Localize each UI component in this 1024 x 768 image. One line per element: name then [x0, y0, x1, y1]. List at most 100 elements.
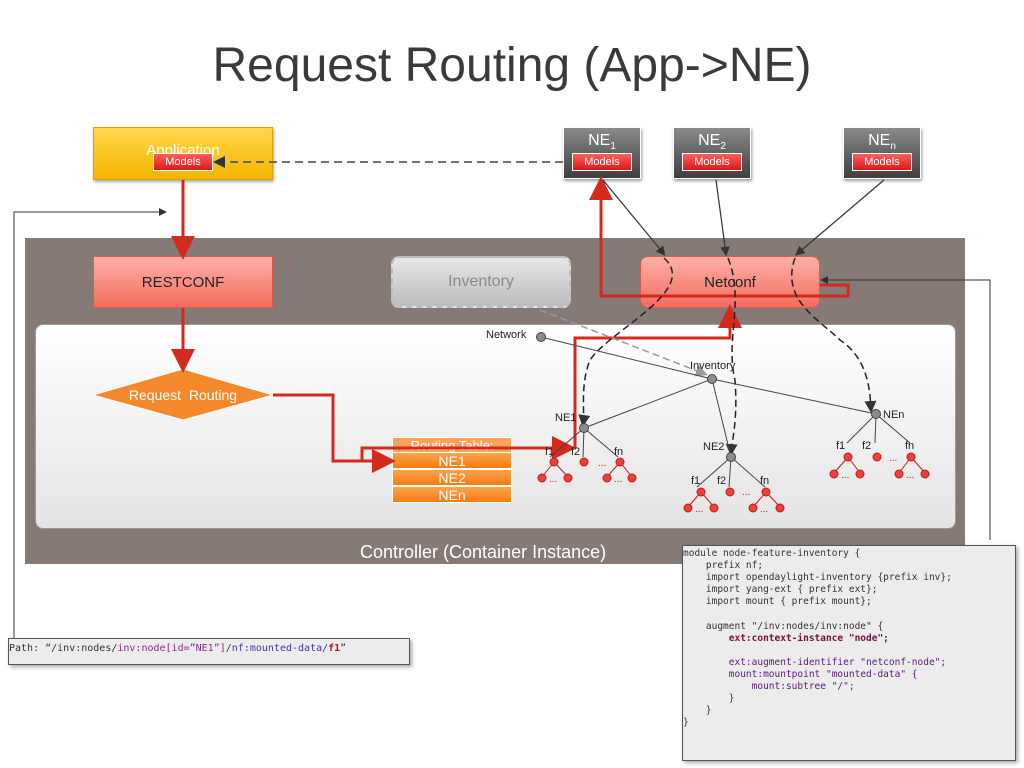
netconf-to-nen-dashed [791, 257, 877, 413]
routing-table-row-ne1: NE1 [392, 452, 512, 469]
ne2-f1-label: f1 [691, 475, 700, 487]
leaf-node [761, 487, 771, 497]
path-node-segment: inv:node[id=”NE1”] [117, 643, 226, 654]
inventory-tree [540, 336, 911, 488]
ne1-ellipsis-b: ... [549, 474, 557, 485]
ne2-fn-label: fn [760, 475, 769, 487]
leaf-node [748, 503, 758, 513]
leaf-node [602, 473, 612, 483]
leaf-node [615, 457, 625, 467]
controller-label: Controller (Container Instance) [360, 542, 607, 562]
routing-table-row-ne2: NE2 [392, 469, 512, 486]
nen-f2-label: f2 [862, 440, 871, 452]
nen-ellipsis-c: ... [906, 470, 914, 481]
code-line: import yang-ext { prefix ext}; [683, 584, 878, 596]
path-leaf: f1 [328, 643, 341, 654]
request-routing-diamond [91, 368, 275, 421]
code-line: mount:subtree "/"; [683, 681, 855, 693]
leaf-subtrees [537, 452, 930, 513]
leaf-node [709, 503, 719, 513]
netconf-to-ne1-dashed [578, 257, 674, 427]
nen-ellipsis-b: ... [841, 470, 849, 481]
return-line-path [13, 208, 167, 638]
leaf-node [906, 452, 916, 462]
path-prefix: Path: “/inv:nodes/ [9, 643, 118, 654]
code-line: } [683, 717, 689, 729]
leaf-node [549, 457, 559, 467]
leaf-node [627, 473, 637, 483]
red-tree-to-netconf [573, 304, 742, 448]
slide-title: Request Routing (App->NE) [212, 39, 812, 92]
path-mounted-segment: nf:mounted-data/ [231, 643, 329, 654]
code-line-context-instance: ext:context-instance "node"; [683, 632, 889, 644]
code-line: import mount { prefix mount}; [683, 596, 872, 608]
ne1-models-badge: Models [572, 153, 632, 171]
ne2-tree-label: NE2 [703, 441, 724, 453]
ne1-tree-label: NE1 [555, 412, 576, 424]
routing-table-row-nen: NEn [392, 486, 512, 503]
instance-path-box: Path: “/inv:nodes/inv:node[id=”NE1”]/nf:… [8, 638, 410, 665]
leaf-node [537, 473, 547, 483]
nen-ellipsis-a: ... [889, 453, 897, 464]
inventory-tree-label: Inventory [690, 360, 736, 372]
leaf-node [683, 503, 693, 513]
ne2-f2-label: f2 [717, 475, 726, 487]
path-suffix: ” [340, 643, 347, 654]
nen-f1-label: f1 [836, 440, 845, 452]
ne2-to-netconf-arrow [715, 179, 730, 257]
ne2-node [726, 452, 736, 462]
nen-node [871, 409, 881, 419]
ne1-to-netconf-arrow [602, 179, 666, 256]
ne1-f2-label: f2 [571, 446, 580, 458]
leaf-node [563, 473, 573, 483]
red-router-to-table [273, 393, 396, 473]
inventory-box: Inventory [391, 256, 571, 308]
netconf-to-ne2-dashed [725, 257, 738, 456]
ne2-ellipsis-c: ... [760, 504, 768, 515]
network-node [536, 332, 546, 342]
ne2-ellipsis-a: ... [742, 487, 750, 498]
ne1-label: NE1 [588, 132, 616, 153]
code-line [683, 645, 1015, 657]
leaf-node [894, 469, 904, 479]
ne2-label: NE2 [698, 132, 726, 153]
ne1-ellipsis-a: ... [598, 458, 606, 469]
code-line: } [683, 705, 712, 717]
code-line [683, 608, 1015, 620]
nen-to-netconf-arrow [795, 179, 885, 256]
inventory-dashed-link [539, 309, 708, 377]
leaf-node [579, 457, 589, 467]
ne2-ellipsis-b: ... [695, 504, 703, 515]
red-table-to-ne1 [360, 436, 576, 461]
restconf-box: RESTCONF [93, 256, 273, 308]
return-line-netconf [820, 276, 991, 540]
path-slash: / [225, 643, 232, 654]
tree-nodes [536, 332, 881, 462]
nen-tree-label: NEn [883, 409, 904, 421]
nen-label: NEn [868, 132, 896, 153]
leaf-node [872, 452, 882, 462]
request-routing-label: Request Routing [129, 387, 237, 403]
ne1-fn-label: fn [614, 446, 623, 458]
code-line: module node-feature-inventory { [683, 548, 861, 559]
ne2-models-badge: Models [682, 153, 742, 171]
network-label: Network [486, 329, 527, 341]
code-line: augment "/inv:nodes/inv:node" { [683, 620, 884, 632]
nen-fn-label: fn [905, 440, 914, 452]
nen-models-badge: Models [852, 153, 912, 171]
leaf-node [920, 469, 930, 479]
ne1-ellipsis-c: ... [614, 474, 622, 485]
code-line: ext:augment-identifier "netconf-node"; [683, 656, 947, 668]
inventory-node [707, 374, 717, 384]
leaf-node [725, 487, 735, 497]
yang-code-box: module node-feature-inventory { prefix n… [682, 545, 1016, 761]
leaf-node [843, 452, 853, 462]
leaf-node [775, 503, 785, 513]
code-line: import opendaylight-inventory {prefix in… [683, 572, 952, 584]
code-line: } [683, 693, 735, 705]
leaf-node [696, 487, 706, 497]
ne1-f1-label: f1 [545, 446, 554, 458]
code-line: mount:mountpoint "mounted-data" { [683, 668, 918, 680]
